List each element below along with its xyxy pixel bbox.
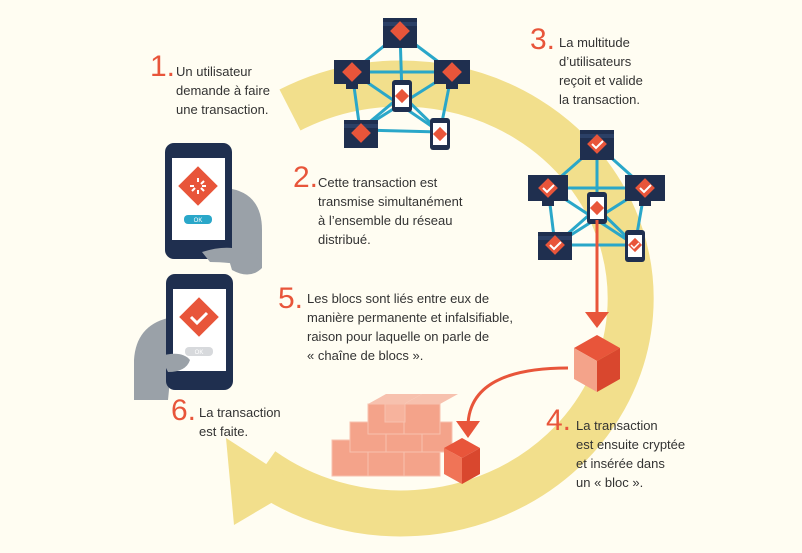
block-chain-pile [331, 394, 480, 484]
network-validation [528, 130, 665, 262]
monitor-node [625, 175, 665, 206]
step-text: La multitude d’utilisateurs reçoit et va… [559, 35, 643, 107]
loading-spinner-icon [190, 178, 206, 194]
phone-node [430, 118, 450, 150]
step-1: 1. Un utilisateur demande à faire une tr… [150, 52, 330, 119]
step-number: 4. [546, 404, 572, 437]
phone-node [392, 80, 412, 112]
checkmark-icon [189, 311, 209, 326]
server-node [538, 232, 572, 260]
arrow-to-chain [456, 366, 569, 438]
arrow-to-block [585, 220, 609, 328]
step-number: 6. [171, 394, 197, 427]
step-2: 2. Cette transaction est transmise simul… [293, 163, 493, 249]
ok-button-done [185, 347, 213, 356]
hand [134, 318, 170, 400]
newest-block [444, 438, 480, 484]
step-text: La transaction est faite. [199, 405, 281, 439]
step-number: 3. [530, 23, 556, 56]
step-text: Les blocs sont liés entre eux de manière… [307, 291, 513, 363]
monitor-node [334, 60, 370, 89]
step-text: La transaction est ensuite cryptée et in… [576, 418, 686, 490]
ok-button-active [184, 215, 212, 224]
phone-node [625, 230, 645, 262]
single-block-cube [574, 335, 620, 392]
step-text: Cette transaction est transmise simultan… [318, 175, 463, 247]
server-node [580, 130, 614, 160]
alert-diamond [178, 166, 218, 206]
step-text: Un utilisateur demande à faire une trans… [176, 64, 270, 117]
step-number: 1. [150, 50, 176, 83]
step-5: 5. Les blocs sont liés entre eux de mani… [278, 284, 558, 365]
step-4: 4. La transaction est ensuite cryptée et… [546, 406, 746, 492]
server-node [383, 18, 417, 48]
monitor-node [434, 60, 470, 89]
phone-node [587, 192, 607, 224]
ok-label: OK [195, 350, 204, 356]
phone-pending: OK [165, 143, 262, 275]
step-number: 5. [278, 282, 304, 315]
cycle-arrowhead [226, 438, 300, 525]
network-broadcast [334, 18, 470, 150]
monitor-node [528, 175, 568, 206]
step-3: 3. La multitude d’utilisateurs reçoit et… [530, 25, 710, 109]
step-number: 2. [293, 161, 319, 194]
step-6: 6. La transaction est faite. [171, 396, 331, 441]
server-node [344, 120, 378, 148]
phone-done: OK [134, 274, 233, 400]
cycle-arrow [226, 60, 654, 537]
ok-label: OK [194, 218, 203, 224]
